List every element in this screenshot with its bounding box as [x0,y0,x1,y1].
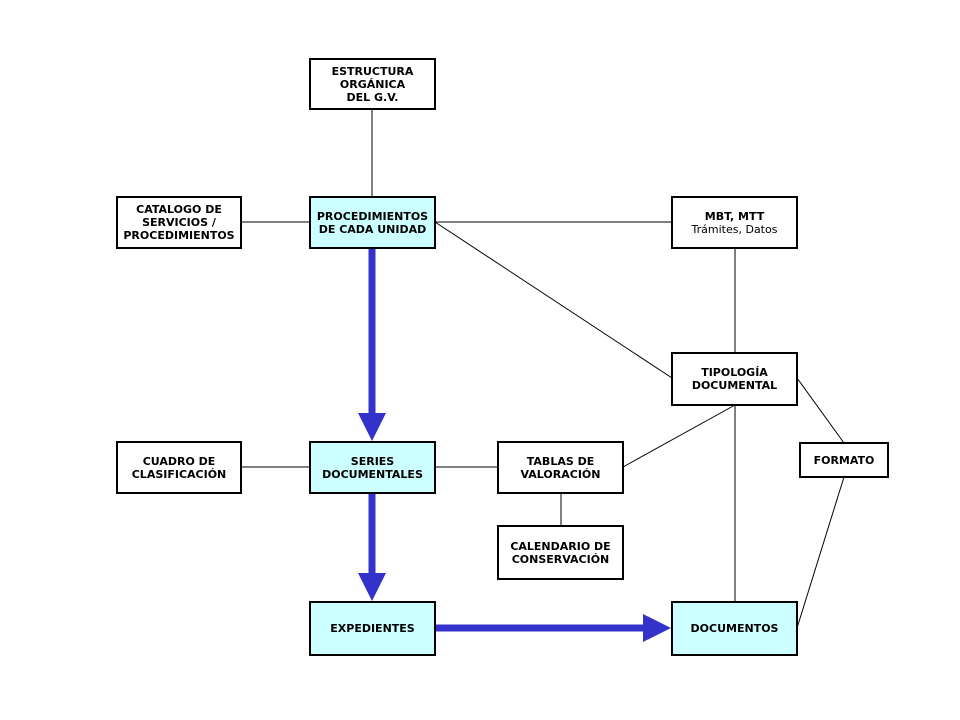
node-formato: FORMATO [799,442,889,478]
node-estructura-line-3: DEL G.V. [346,90,399,104]
node-tipologia-documental: TIPOLOGÍA DOCUMENTAL [671,352,798,406]
node-tablas-line-2: VALORACIÓN [520,467,601,481]
node-documentos-line-1: DOCUMENTOS [690,622,779,635]
node-series-line-2: DOCUMENTALES [322,467,423,481]
node-tipologia-line-2: DOCUMENTAL [691,379,778,392]
connector-formato-documentos [796,476,845,629]
node-estructura-organica: ESTRUCTURA ORGÁNICA DEL G.V. [309,58,436,110]
node-procedimientos-line-2: DE CADA UNIDAD [318,222,427,236]
node-calendario-line-2: CONSERVACIÓN [511,552,610,566]
connector-tipologia-tablas [622,404,736,468]
node-procedimientos-unidad: PROCEDIMIENTOS DE CADA UNIDAD [309,196,436,249]
node-tablas-line-1: TABLAS DE [526,454,595,468]
node-catalogo-line-2: SERVICIOS / [142,216,216,229]
node-estructura-line-1: ESTRUCTURA [331,64,414,78]
node-documentos: DOCUMENTOS [671,601,798,656]
node-formato-line-1: FORMATO [813,453,875,467]
node-series-line-1: SERIES [350,454,395,468]
node-calendario-line-1: CALENDARIO DE [510,539,611,553]
node-cuadro-line-1: CUADRO DE [142,454,216,468]
connector-procedimientos-tipologia [434,221,673,379]
node-catalogo-line-1: CATALOGO DE [136,203,222,216]
node-mbt-line-1: MBT, MTT [704,209,765,223]
connector-tipologia-formato [796,377,845,444]
node-calendario-conservacion: CALENDARIO DE CONSERVACIÓN [497,525,624,580]
node-catalogo-servicios: CATALOGO DE SERVICIOS / PROCEDIMIENTOS [116,196,242,249]
node-mbt-mtt: MBT, MTT Trámites, Datos [671,196,798,249]
node-estructura-line-2: ORGÁNICA [339,77,406,91]
node-mbt-subtitle: Trámites, Datos [691,222,778,236]
node-expedientes: EXPEDIENTES [309,601,436,656]
node-procedimientos-line-1: PROCEDIMIENTOS [316,209,429,223]
node-cuadro-clasificacion: CUADRO DE CLASIFICACIÓN [116,441,242,494]
node-catalogo-line-3: PROCEDIMIENTOS [123,229,235,242]
node-tablas-valoracion: TABLAS DE VALORACIÓN [497,441,624,494]
node-series-documentales: SERIES DOCUMENTALES [309,441,436,494]
node-expedientes-line-1: EXPEDIENTES [330,622,415,635]
node-cuadro-line-2: CLASIFICACIÓN [131,467,227,481]
node-tipologia-line-1: TIPOLOGÍA [701,366,768,379]
